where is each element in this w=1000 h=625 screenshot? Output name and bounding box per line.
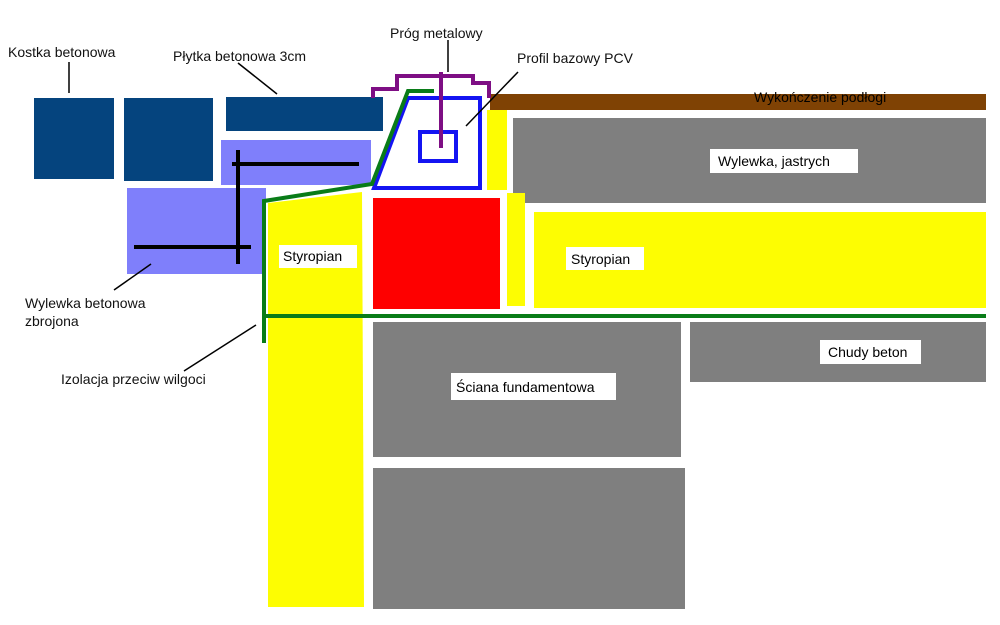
label-floor-finish: Wykończenie podłogi: [754, 89, 886, 105]
rebar: [134, 150, 359, 264]
styrofoam-riser: [487, 110, 507, 190]
label-pvc-profile: Profil bazowy PCV: [517, 50, 634, 66]
concrete-paver-2: [124, 98, 213, 181]
label-metal-threshold: Próg metalowy: [390, 25, 483, 41]
label-styrofoam-right: Styropian: [571, 251, 630, 267]
styrofoam-strip: [507, 193, 525, 306]
label-bg-screed: [710, 149, 858, 173]
styrofoam-left-column: [268, 192, 364, 607]
label-bg-foundation: [451, 373, 616, 400]
moisture-barrier: [262, 89, 986, 318]
foundation-wall-lower: [373, 468, 685, 609]
label-screed: Wylewka, jastrych: [718, 153, 830, 169]
reinforced-slab-lower: [127, 188, 266, 274]
label-moisture-barrier: Izolacja przeciw wilgoci: [61, 371, 206, 387]
label-foundation-wall: Ściana fundamentowa: [456, 378, 595, 395]
label-styrofoam-left: Styropian: [283, 248, 342, 264]
pvc-base-profile: [371, 96, 482, 190]
label-reinforced-slab-line1: Wylewka betonowa: [25, 295, 146, 311]
floor-finish-strip: [490, 94, 986, 110]
red-block: [373, 198, 500, 309]
label-bg-styrofoam-left: [279, 245, 357, 268]
label-reinforced-slab-line2: zbrojona: [25, 313, 79, 329]
metal-threshold: [371, 74, 491, 98]
concrete-tile: [226, 97, 383, 131]
label-concrete-tile: Płytka betonowa 3cm: [173, 48, 306, 64]
concrete-paver-1: [34, 98, 114, 179]
label-bg-lean-concrete: [820, 340, 921, 364]
label-concrete-paver: Kostka betonowa: [8, 44, 116, 60]
label-bg-styrofoam-right: [566, 247, 644, 270]
label-lean-concrete: Chudy beton: [828, 344, 907, 360]
pvc-profile-inner: [418, 130, 458, 163]
leader-lines: [68, 40, 519, 372]
